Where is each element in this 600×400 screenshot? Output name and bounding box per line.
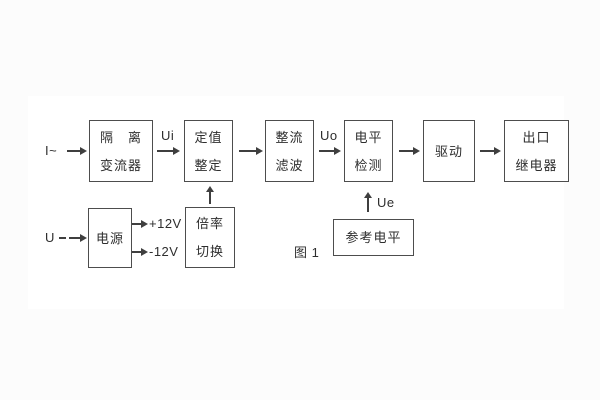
block-ratio-switch-line1: 倍率 <box>195 216 224 231</box>
block-rectifier-filter-line2: 滤波 <box>275 157 304 173</box>
arrow-power-plus12v <box>132 220 148 227</box>
arrow-reference-ue-up <box>364 192 371 212</box>
block-level-detector: 电平 检测 <box>344 120 393 182</box>
arrow-driver-to-relay <box>480 147 501 154</box>
block-isolation-transformer-line2: 变流器 <box>99 157 142 173</box>
block-output-relay: 出口 继电器 <box>504 120 569 182</box>
block-setpoint-adjust: 定值 整定 <box>184 120 233 182</box>
signal-uo-label: Uo <box>320 128 338 143</box>
block-power-supply-label: 电源 <box>95 230 124 246</box>
figure-caption: 图 1 <box>294 245 320 260</box>
arrow-setpoint-to-rectifier <box>239 147 263 154</box>
block-reference-level: 参考电平 <box>333 219 414 256</box>
block-ratio-switch-line2: 切换 <box>195 244 224 259</box>
block-driver: 驱动 <box>423 120 475 182</box>
minus-12v-label: -12V <box>149 244 179 259</box>
signal-ui-label: Ui <box>161 128 175 143</box>
arrow-rectifier-to-level <box>319 147 341 154</box>
block-isolation-transformer-line1: 隔 离 <box>99 129 142 145</box>
arrow-isolation-to-setpoint <box>157 147 180 154</box>
arrow-current-to-isolation <box>67 147 87 154</box>
arrow-voltage-to-power <box>69 234 87 241</box>
block-rectifier-filter: 整流 滤波 <box>265 120 314 182</box>
voltage-lead-line <box>59 237 66 239</box>
plus-12v-label: +12V <box>149 216 182 231</box>
block-power-supply: 电源 <box>88 208 132 268</box>
arrow-ratio-to-setpoint <box>206 186 213 204</box>
block-isolation-transformer: 隔 离 变流器 <box>89 120 153 182</box>
arrow-power-minus12v <box>132 248 148 255</box>
block-reference-level-label: 参考电平 <box>345 230 402 245</box>
block-ratio-switch: 倍率 切换 <box>185 207 235 268</box>
block-driver-label: 驱动 <box>434 143 463 159</box>
block-rectifier-filter-line1: 整流 <box>275 129 304 145</box>
arrow-level-to-driver <box>399 147 420 154</box>
input-current-label: I~ <box>45 143 58 158</box>
block-level-detector-line2: 检测 <box>354 157 383 173</box>
block-output-relay-line1: 出口 <box>522 129 551 145</box>
block-setpoint-adjust-line2: 整定 <box>194 157 223 173</box>
block-output-relay-line2: 继电器 <box>515 157 558 173</box>
signal-ue-label: Ue <box>377 195 395 210</box>
block-setpoint-adjust-line1: 定值 <box>194 129 223 145</box>
block-level-detector-line1: 电平 <box>354 129 383 145</box>
input-voltage-label: U <box>45 230 55 245</box>
